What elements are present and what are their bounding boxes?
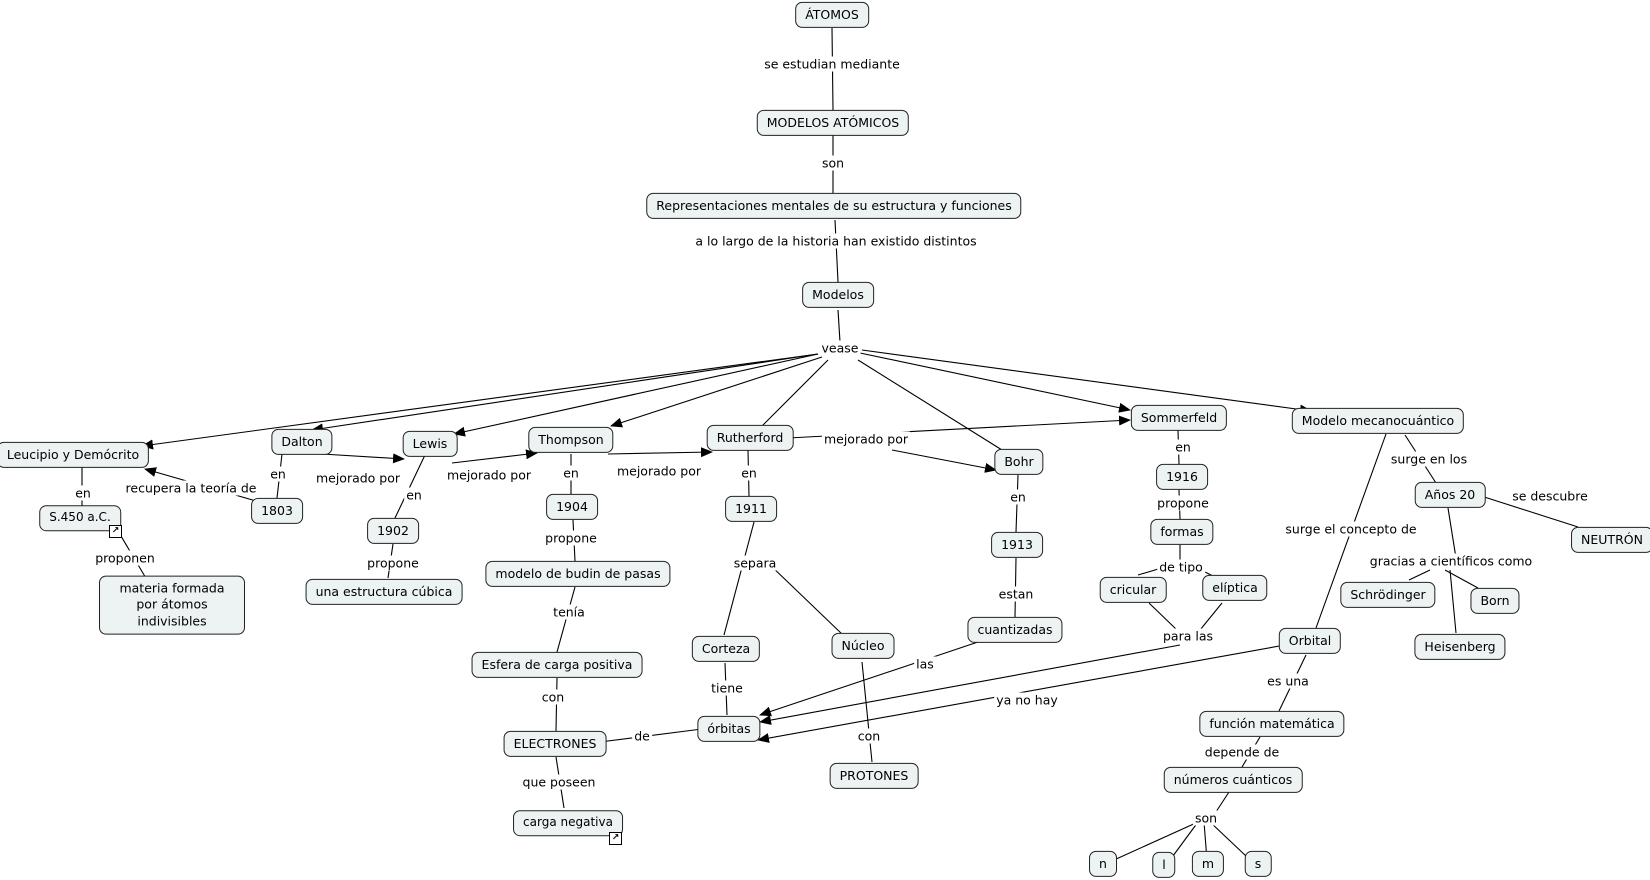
node-anos-20[interactable]: Años 20: [1414, 481, 1486, 509]
node-dalton[interactable]: Dalton: [271, 428, 333, 456]
label-para-las: para las: [1160, 628, 1216, 644]
label-mejorado-por: mejorado por: [313, 470, 403, 486]
label-vease: vease: [819, 340, 861, 356]
label-las: las: [914, 656, 936, 672]
label-propone: propone: [1155, 495, 1211, 511]
node-rutherford[interactable]: Rutherford: [706, 424, 794, 452]
node-modelo-mecanocuantico[interactable]: Modelo mecanocuántico: [1291, 407, 1465, 435]
label-recupera: recupera la teoría de: [123, 480, 259, 496]
label-propone: propone: [543, 530, 599, 546]
label-en: en: [73, 485, 93, 501]
node-orbital[interactable]: Orbital: [1278, 627, 1342, 655]
label-propone: propone: [365, 555, 421, 571]
node-m[interactable]: m: [1191, 850, 1225, 878]
label-mejorado-por: mejorado por: [444, 467, 534, 483]
label-de-tipo: de tipo: [1157, 559, 1205, 575]
node-1913[interactable]: 1913: [991, 531, 1043, 559]
node-1911[interactable]: 1911: [725, 495, 777, 523]
label-son: son: [819, 155, 847, 171]
node-estructura-cubica[interactable]: una estructura cúbica: [305, 578, 463, 606]
node-1904[interactable]: 1904: [546, 493, 598, 521]
node-modelos[interactable]: Modelos: [802, 281, 874, 309]
label-proponen: proponen: [93, 550, 157, 566]
node-electrones[interactable]: ELECTRONES: [503, 730, 607, 758]
node-materia[interactable]: materia formada por átomos indivisibles: [99, 575, 245, 635]
node-numeros-cuanticos[interactable]: números cuánticos: [1163, 766, 1303, 794]
label-en: en: [739, 465, 759, 481]
node-orbitas[interactable]: órbitas: [697, 715, 761, 743]
node-1902[interactable]: 1902: [367, 517, 419, 545]
node-thompson[interactable]: Thompson: [528, 426, 614, 454]
label-en: en: [561, 465, 581, 481]
node-carga-negativa[interactable]: carga negativa: [513, 810, 623, 836]
node-atomos[interactable]: ÁTOMOS: [795, 1, 869, 29]
link-arrow-icon[interactable]: ↗: [109, 525, 122, 538]
label-separa: separa: [731, 555, 779, 571]
node-funcion-matematica[interactable]: función matemática: [1199, 710, 1345, 738]
label-se-descubre: se descubre: [1510, 488, 1590, 504]
node-sommerfeld[interactable]: Sommerfeld: [1130, 404, 1228, 432]
node-neutron[interactable]: NEUTRÓN: [1571, 526, 1650, 554]
node-circular[interactable]: cricular: [1099, 576, 1167, 604]
node-corteza[interactable]: Corteza: [691, 635, 761, 663]
node-nucleo[interactable]: Núcleo: [831, 632, 895, 660]
node-s[interactable]: s: [1244, 850, 1272, 878]
node-formas[interactable]: formas: [1150, 518, 1214, 546]
node-s450[interactable]: S.450 a.C.: [39, 505, 121, 531]
node-esfera-carga[interactable]: Esfera de carga positiva: [471, 651, 643, 679]
node-modelo-budin[interactable]: modelo de budin de pasas: [485, 560, 671, 588]
label-tiene: tiene: [709, 680, 745, 696]
node-bohr[interactable]: Bohr: [994, 448, 1044, 476]
node-eliptica[interactable]: elíptica: [1202, 574, 1268, 602]
label-en: en: [404, 487, 424, 503]
label-mejorado-por: mejorado por: [821, 431, 911, 447]
node-born[interactable]: Born: [1470, 587, 1520, 615]
label-tenia: tenía: [551, 604, 587, 620]
label-surge-concepto: surge el concepto de: [1283, 521, 1419, 537]
node-leucipio-democrito[interactable]: Leucipio y Demócrito: [0, 441, 150, 469]
label-depende-de: depende de: [1202, 744, 1282, 760]
label-estan: estan: [996, 586, 1036, 602]
node-heisenberg[interactable]: Heisenberg: [1414, 633, 1506, 661]
label-mejorado-por: mejorado por: [614, 463, 704, 479]
node-schrodinger[interactable]: Schrödinger: [1340, 581, 1436, 609]
label-es-una: es una: [1265, 673, 1311, 689]
label-son: son: [1192, 810, 1220, 826]
label-en: en: [1008, 489, 1028, 505]
link-arrow-icon[interactable]: ↗: [609, 832, 622, 845]
node-protones[interactable]: PROTONES: [829, 762, 919, 790]
node-n[interactable]: n: [1089, 850, 1117, 878]
node-lewis[interactable]: Lewis: [402, 430, 458, 458]
label-de: de: [632, 728, 652, 744]
node-cuantizadas[interactable]: cuantizadas: [967, 616, 1063, 644]
label-surge-en-los: surge en los: [1388, 451, 1470, 467]
node-1916[interactable]: 1916: [1156, 463, 1208, 491]
label-en: en: [268, 466, 288, 482]
node-l[interactable]: l: [1152, 851, 1176, 879]
label-se-estudian: se estudian mediante: [762, 56, 902, 72]
label-gracias-a: gracias a científicos como: [1367, 553, 1535, 569]
label-que-poseen: que poseen: [520, 774, 598, 790]
label-en: en: [1173, 439, 1193, 455]
node-representaciones[interactable]: Representaciones mentales de su estructu…: [646, 192, 1022, 220]
label-con: con: [855, 728, 883, 744]
node-modelos-atomicos[interactable]: MODELOS ATÓMICOS: [756, 109, 910, 137]
node-1803[interactable]: 1803: [251, 497, 303, 525]
label-con: con: [539, 689, 567, 705]
label-ya-no-hay: ya no hay: [994, 692, 1060, 708]
label-a-lo-largo: a lo largo de la historia han existido d…: [693, 233, 979, 249]
